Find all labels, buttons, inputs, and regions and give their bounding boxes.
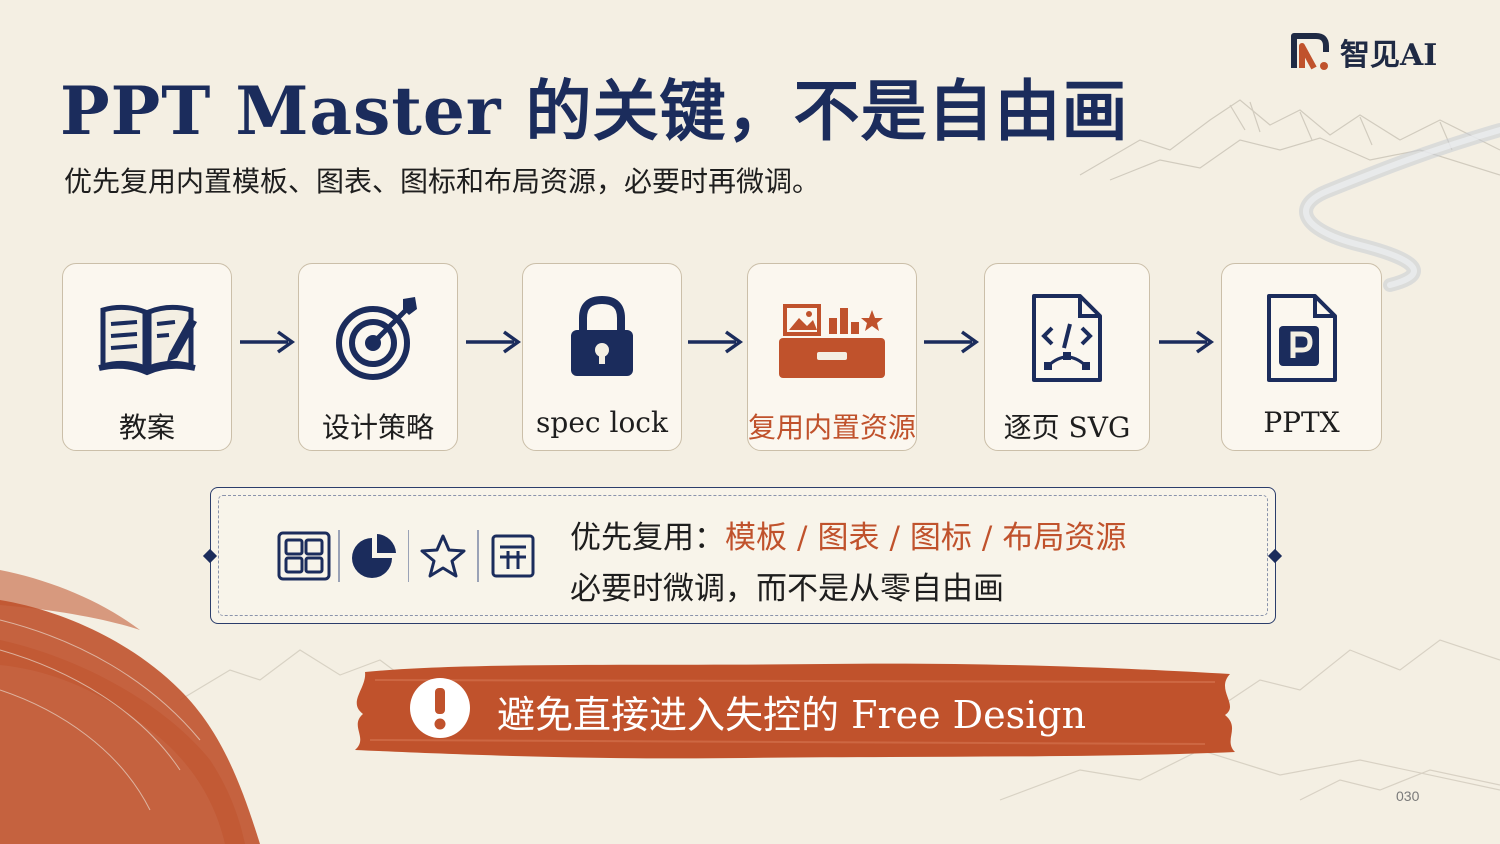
flow-step-spec-lock: spec lock [522,263,682,451]
page-title: PPT Master 的关键，不是自由画 [60,72,1129,150]
icon-separator [477,530,479,582]
resource-box-icon [777,288,887,388]
separator: / [981,520,993,556]
arrow-right-icon [466,330,522,354]
reuse-item-charts: 图表 [817,520,880,556]
svg-file-icon [1012,288,1122,388]
page-subtitle: 优先复用内置模板、图表、图标和布局资源，必要时再微调。 [64,165,821,198]
flow-step-lesson-plan: 教案 [62,263,232,451]
fine-tune-line: 必要时微调，而不是从零自由画 [570,571,1004,607]
resource-icons [274,526,543,586]
reuse-item-templates: 模板 [725,520,787,556]
reuse-priority-line: 优先复用：模板/图表/图标/布局资源 [570,512,1126,557]
brand-name: 智见AI [1340,38,1438,73]
info-box-inner-border [218,495,1268,616]
reuse-info-box [210,487,1276,624]
flow-step-label: 复用内置资源 [748,411,917,444]
flow-step-pptx: PPTX [1221,263,1382,451]
page-number: 030 [1396,788,1420,804]
reuse-item-layouts: 布局资源 [1002,520,1127,556]
flow-step-svg-pages: 逐页 SVG [984,263,1150,451]
layout-resource-icon [483,526,543,586]
warning-banner-text: 避免直接进入失控的 Free Design [497,693,1087,737]
separator: / [797,520,808,556]
arrow-right-icon [1159,330,1215,354]
brand-mark-icon [1291,33,1329,70]
open-book-pen-icon [92,288,202,388]
icon-separator [338,530,340,582]
pptx-file-icon [1247,288,1357,388]
separator: / [889,520,900,556]
arrow-right-icon [240,330,296,354]
flow-step-reuse-resources: 复用内置资源 [747,263,917,451]
flow-step-label: spec lock [536,406,668,439]
target-arrow-icon [323,288,433,388]
flow-step-design-strategy: 设计策略 [298,263,458,451]
reuse-prefix: 优先复用： [570,520,725,556]
flow-step-label: 设计策略 [321,411,434,444]
padlock-icon [547,288,657,388]
pie-chart-icon [344,526,404,586]
star-icon [413,526,473,586]
flow-step-label: 教案 [118,411,175,444]
brand-logo: 智见AI [1290,30,1437,74]
reuse-item-icons: 图标 [909,520,972,556]
layout-grid-icon [274,526,334,586]
flow-step-label: 逐页 SVG [1003,411,1131,444]
flow-step-label: PPTX [1263,406,1340,439]
warning-banner [355,663,1235,759]
arrow-right-icon [688,330,744,354]
icon-separator [407,530,409,582]
arrow-right-icon [924,330,980,354]
